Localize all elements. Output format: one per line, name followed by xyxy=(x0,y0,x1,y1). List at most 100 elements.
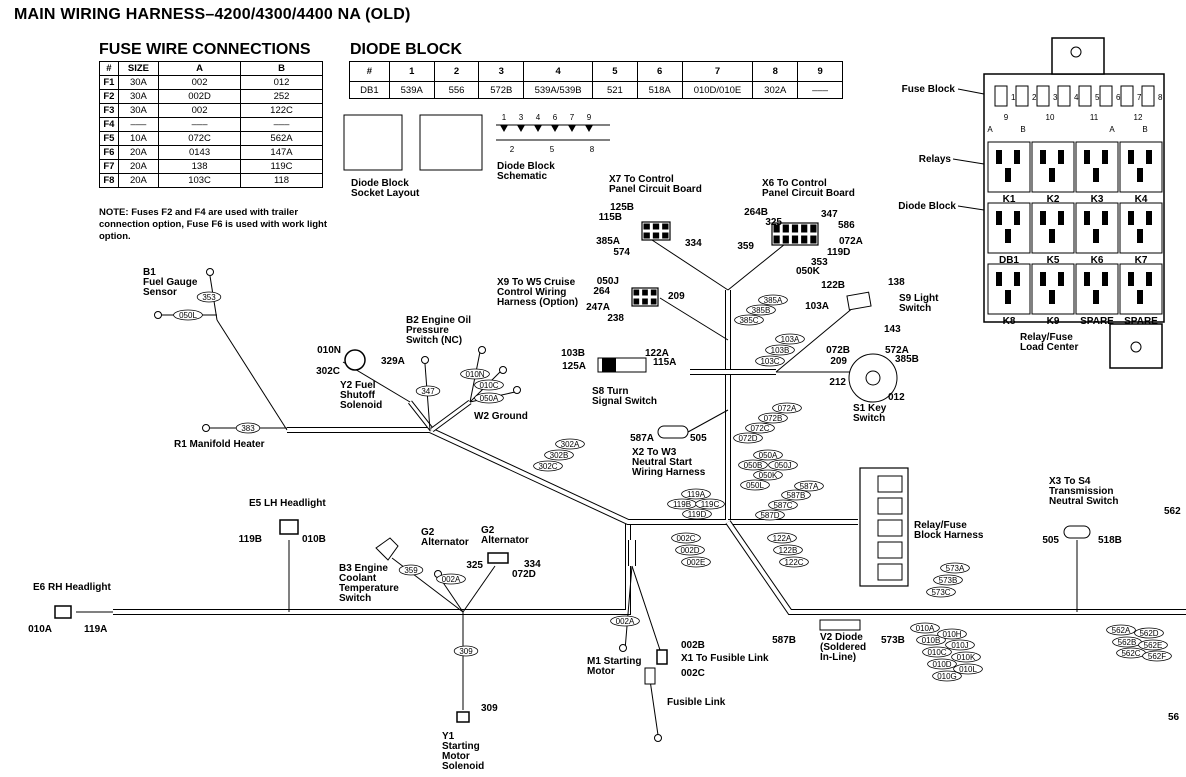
fuse-number: 3 xyxy=(1053,93,1058,102)
wire-tag xyxy=(781,489,811,501)
relay-pin xyxy=(1058,211,1064,225)
x3-label: Neutral Switch xyxy=(1049,496,1118,507)
ring-terminal-icon xyxy=(154,311,162,319)
relay-pin xyxy=(1102,150,1108,164)
fusible-link-icon xyxy=(644,667,656,685)
wire-number: 562B xyxy=(1118,638,1137,647)
x2-label: Wiring Harness xyxy=(632,467,706,478)
terminal-label: 325 xyxy=(466,560,483,571)
v2-label: (Soldered xyxy=(820,642,866,653)
ring-terminal-icon xyxy=(619,644,627,652)
terminal-label: 050K xyxy=(796,266,821,277)
wire-number: 072A xyxy=(778,404,797,413)
wire-number: 010C xyxy=(927,648,946,657)
leader xyxy=(952,158,985,165)
relay-slot-label: K7 xyxy=(1135,255,1148,266)
connector-pin xyxy=(633,289,640,296)
terminal-label: 505 xyxy=(1042,535,1059,546)
fuse-side-label: B xyxy=(1020,125,1025,134)
diode-cell: 539A/539B xyxy=(523,81,593,99)
wire-tag xyxy=(671,532,701,544)
y1-label: Solenoid xyxy=(442,761,484,772)
connector-pin xyxy=(650,289,657,296)
wire-number: 385B xyxy=(752,306,771,315)
connector-pin xyxy=(642,298,648,305)
fuse-icon xyxy=(1057,85,1071,107)
relay-pin xyxy=(1102,211,1108,225)
relay-slot-label: K1 xyxy=(1003,194,1016,205)
harness-connector-icon xyxy=(877,519,903,537)
wire-tag xyxy=(926,586,956,598)
y1-label: Starting xyxy=(442,741,480,752)
wire-number: 002A xyxy=(442,575,461,584)
wire-number: 562A xyxy=(1112,626,1131,635)
terminal-label: 143 xyxy=(884,324,901,335)
x9-label: X9 To W5 Cruise xyxy=(497,277,576,288)
relay-slot-label: K6 xyxy=(1091,255,1104,266)
wire-number: 010C xyxy=(479,381,498,390)
diode-cell: DB1 xyxy=(349,81,390,99)
wire-number: 050L xyxy=(179,311,197,320)
relay-pin xyxy=(1128,272,1134,286)
wire-number: 562F xyxy=(1148,652,1166,661)
relay-slot-label: K5 xyxy=(1047,255,1060,266)
connector-pin xyxy=(662,223,669,230)
wire-tag xyxy=(474,392,504,404)
wire-tag xyxy=(1142,650,1172,662)
terminal-label: 103B xyxy=(561,348,585,359)
e6-label: E6 RH Headlight xyxy=(33,582,111,593)
s9-label: S9 Light xyxy=(899,293,939,304)
wire-number: 347 xyxy=(421,387,435,396)
fuse-icon xyxy=(1015,85,1029,107)
wire-tag xyxy=(753,449,783,461)
diode-cell: 010D/010E xyxy=(681,81,754,99)
terminal-label: 385B xyxy=(895,354,919,365)
connector-pin xyxy=(652,232,660,239)
x3-label: X3 To S4 xyxy=(1049,476,1091,487)
terminal-label: 573B xyxy=(881,635,905,646)
relay-pin xyxy=(1093,290,1099,304)
wire-number: 103A xyxy=(781,335,800,344)
relay-pin xyxy=(1128,211,1134,225)
terminal-label: 309 xyxy=(481,703,498,714)
fuse-table-title: FUSE WIRE CONNECTIONS xyxy=(99,41,311,58)
harness-y2 xyxy=(408,401,434,431)
connector-pin xyxy=(773,224,780,233)
diode-pin-number: 7 xyxy=(570,113,575,122)
harness-upper xyxy=(287,290,730,524)
g2b-label: G2 xyxy=(481,525,495,536)
wire-tag xyxy=(415,385,441,397)
wire-number: 302B xyxy=(550,451,569,460)
diode-icon xyxy=(500,125,508,132)
relay-pin xyxy=(1146,211,1152,225)
relay-pin xyxy=(1146,150,1152,164)
wire-number: 072D xyxy=(738,434,757,443)
terminal-label: 518B xyxy=(1098,535,1122,546)
connector-pin xyxy=(650,298,657,305)
relay-slot-label: K3 xyxy=(1091,194,1104,205)
ring-terminal-icon xyxy=(499,366,507,374)
fuse-number: 11 xyxy=(1090,113,1099,122)
wire-tag xyxy=(173,309,203,321)
terminal-label: 122B xyxy=(821,280,845,291)
g2a-label: G2 xyxy=(421,527,435,538)
relay-center-label: Relay/Fuse xyxy=(1020,332,1073,343)
wire-number: 103B xyxy=(771,346,790,355)
e5-headlight-icon xyxy=(279,519,299,535)
relay-center-label: Load Center xyxy=(1020,342,1078,353)
wire-number: 010J xyxy=(951,641,968,650)
wire-b2 xyxy=(424,363,431,431)
fuse-cell: 10A xyxy=(117,131,160,146)
connector-pin xyxy=(810,235,817,244)
fuse-cell: 20A xyxy=(117,173,160,188)
diode-schematic-label: Schematic xyxy=(497,171,547,182)
e6-headlight-icon xyxy=(54,605,72,619)
relay-pin xyxy=(1040,211,1046,225)
wire-number: 010B xyxy=(922,636,941,645)
wire-tag xyxy=(937,628,967,640)
wire-tag xyxy=(398,564,424,576)
terminal-label: 010A xyxy=(28,624,52,635)
